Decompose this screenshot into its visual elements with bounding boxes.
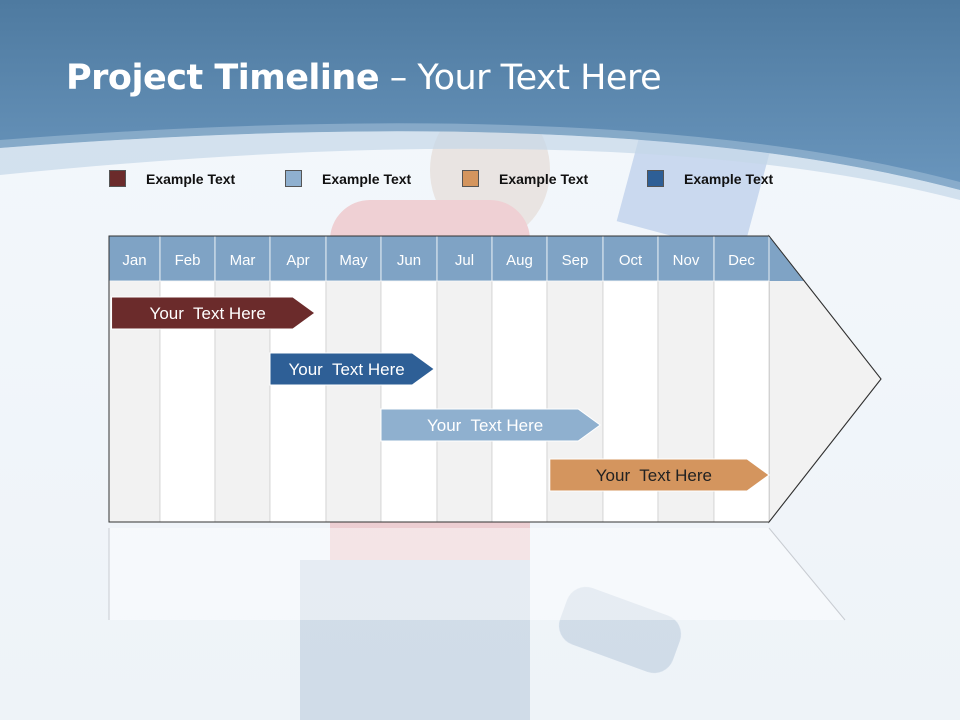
month-header-cell bbox=[159, 235, 216, 282]
month-column bbox=[325, 280, 382, 523]
month-label: Oct bbox=[619, 252, 643, 269]
month-column bbox=[491, 280, 548, 523]
timeline-bar-label: Your Text Here bbox=[427, 416, 543, 435]
month-header-cell bbox=[713, 235, 770, 282]
month-label: Jul bbox=[455, 252, 474, 269]
month-header-cell bbox=[108, 235, 161, 282]
month-header-cell bbox=[325, 235, 382, 282]
legend-item: Example Text bbox=[462, 170, 588, 187]
month-label: Feb bbox=[175, 252, 201, 269]
month-header-cell bbox=[436, 235, 493, 282]
month-header-cell bbox=[602, 235, 659, 282]
title-rest: – Your Text Here bbox=[379, 58, 662, 98]
legend-swatch bbox=[109, 170, 126, 187]
legend: Example Text Example Text Example Text E… bbox=[0, 170, 960, 194]
timeline-bar-label: Your Text Here bbox=[150, 304, 266, 323]
month-label: Sep bbox=[562, 252, 589, 269]
month-header-cell bbox=[380, 235, 438, 282]
title-bold: Project Timeline bbox=[66, 58, 380, 98]
timeline-bar bbox=[549, 458, 770, 492]
month-header-cell bbox=[214, 235, 271, 282]
month-column bbox=[436, 280, 493, 523]
reflection-edge bbox=[768, 527, 846, 621]
month-label: Jun bbox=[397, 252, 421, 269]
page-title: Project Timeline – Your Text Here bbox=[66, 58, 662, 98]
legend-label: Example Text bbox=[499, 170, 589, 187]
legend-swatch bbox=[647, 170, 664, 187]
month-column bbox=[380, 280, 438, 523]
month-header-cell bbox=[546, 235, 604, 282]
legend-swatch bbox=[462, 170, 479, 187]
month-label: Mar bbox=[230, 252, 256, 269]
month-header-cell bbox=[491, 235, 548, 282]
timeline-bar bbox=[380, 408, 602, 442]
timeline-reflection bbox=[109, 528, 845, 620]
month-label: Nov bbox=[673, 252, 700, 269]
month-label: Dec bbox=[728, 252, 755, 269]
month-header-cell bbox=[657, 235, 715, 282]
legend-label: Example Text bbox=[684, 170, 774, 187]
month-label: May bbox=[339, 252, 368, 269]
month-label: Jan bbox=[122, 252, 146, 269]
timeline-border bbox=[108, 235, 882, 523]
timeline-bar-label: Your Text Here bbox=[288, 360, 404, 379]
month-label: Apr bbox=[286, 252, 309, 269]
legend-label: Example Text bbox=[146, 170, 236, 187]
timeline-bar bbox=[111, 296, 316, 330]
legend-item: Example Text bbox=[647, 170, 773, 187]
legend-label: Example Text bbox=[322, 170, 412, 187]
timeline-bar bbox=[269, 352, 436, 386]
legend-swatch bbox=[285, 170, 302, 187]
timeline-bar-label: Your Text Here bbox=[596, 466, 712, 485]
month-header-cell bbox=[269, 235, 327, 282]
legend-item: Example Text bbox=[109, 170, 235, 187]
legend-item: Example Text bbox=[285, 170, 411, 187]
month-label: Aug bbox=[506, 252, 533, 269]
